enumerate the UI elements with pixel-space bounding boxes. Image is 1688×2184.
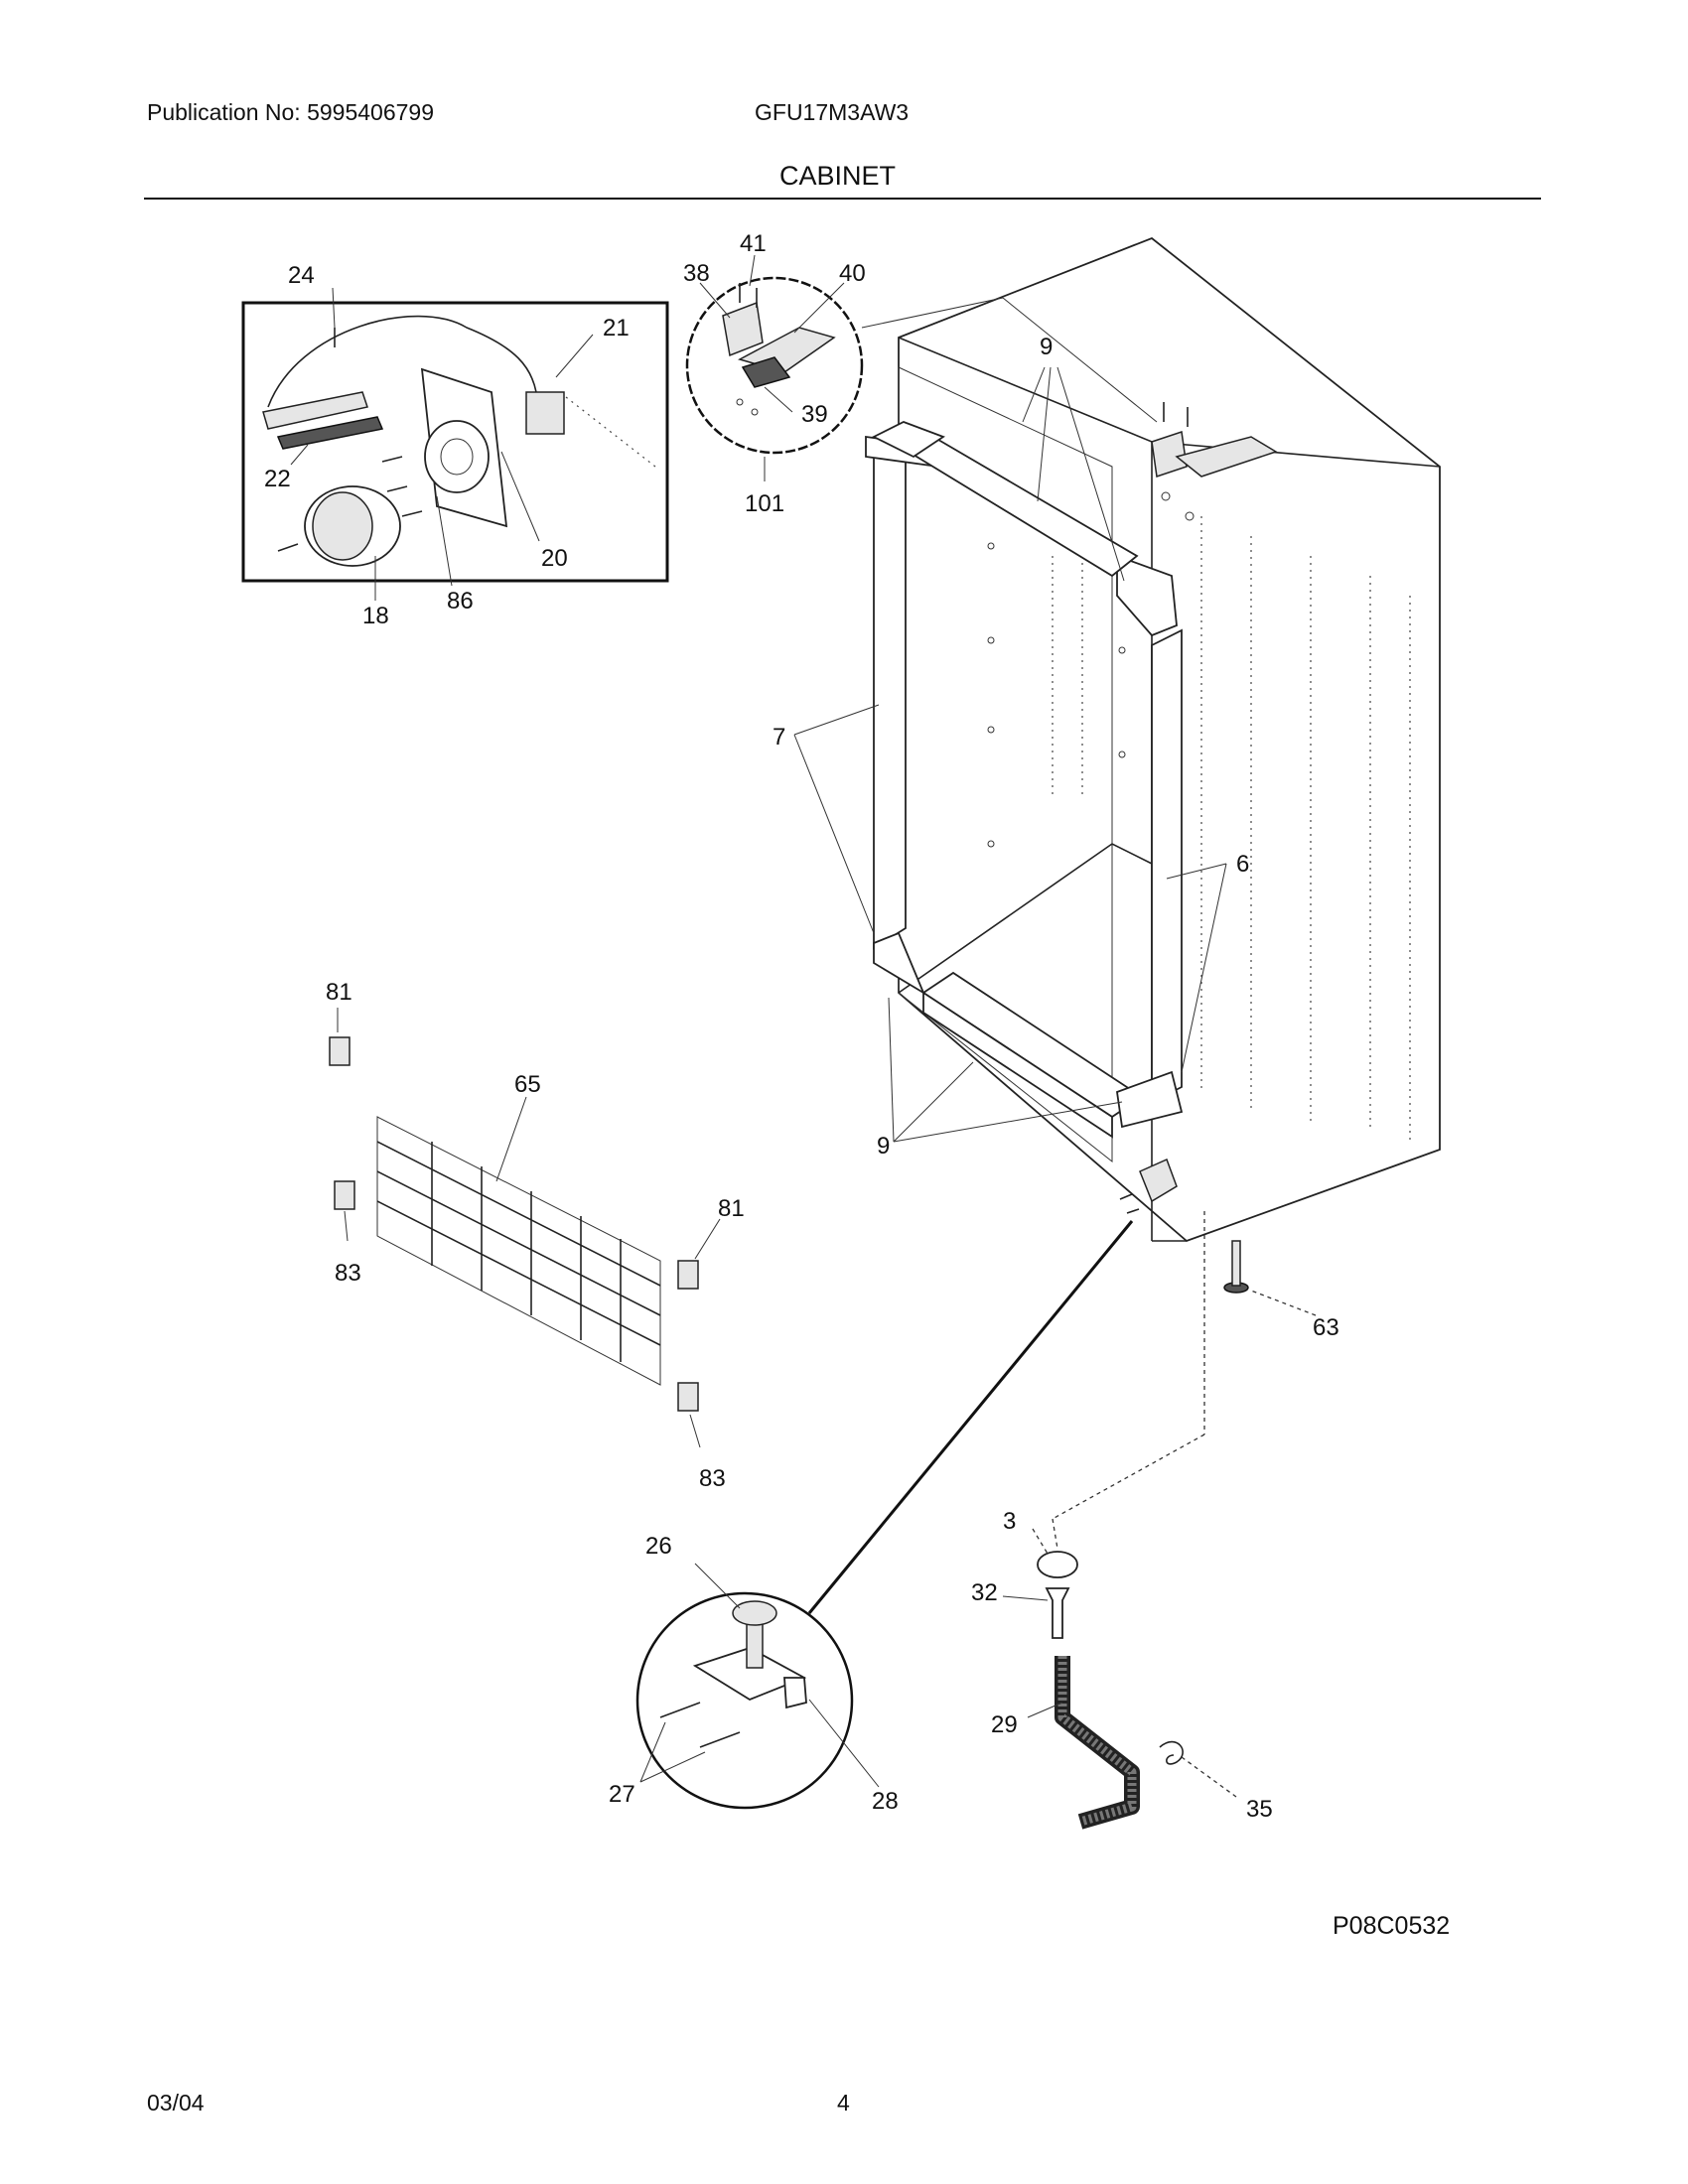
callout-101: 101: [745, 490, 784, 517]
callout-39: 39: [801, 401, 828, 428]
callout-9-top: 9: [1040, 334, 1053, 360]
drawing-code: P08C0532: [1333, 1912, 1450, 1940]
callout-24: 24: [288, 262, 315, 289]
page-number: 4: [837, 2090, 850, 2116]
callout-32: 32: [971, 1579, 998, 1606]
model-number: GFU17M3AW3: [755, 99, 910, 125]
callout-38: 38: [683, 260, 710, 287]
header-rule: [144, 198, 1541, 200]
breaker-strip-top: [871, 421, 1139, 578]
callout-40: 40: [839, 260, 866, 287]
wire-basket: [376, 1116, 661, 1386]
callout-41: 41: [740, 230, 767, 257]
drain-parts: [1037, 1551, 1184, 1830]
callout-21: 21: [603, 315, 630, 341]
temperature-control-inset: [241, 301, 669, 583]
hinge-detail-inset: [685, 276, 1158, 455]
callout-27: 27: [609, 1781, 635, 1808]
callout-9-bottom: 9: [877, 1133, 890, 1160]
callout-18: 18: [362, 603, 389, 629]
callout-7: 7: [773, 724, 785, 751]
upper-hinge: [1151, 402, 1278, 521]
callout-63: 63: [1313, 1314, 1339, 1341]
publication-number: Publication No: 5995406799: [147, 99, 435, 125]
callout-65: 65: [514, 1071, 541, 1098]
callout-3: 3: [1003, 1508, 1016, 1535]
callout-26: 26: [645, 1533, 672, 1560]
callout-22: 22: [264, 466, 291, 492]
callout-29: 29: [991, 1711, 1018, 1738]
basket-clips: [329, 1036, 699, 1412]
callout-35: 35: [1246, 1796, 1273, 1823]
callout-83-left: 83: [335, 1260, 361, 1287]
callouts: 24 21 22 20 18 86 41 38 40 39 101 9 7 6 …: [264, 230, 1339, 1823]
section-title: CABINET: [779, 161, 897, 191]
footer-date: 03/04: [147, 2090, 205, 2116]
callout-81-left: 81: [326, 979, 352, 1006]
callout-6: 6: [1236, 851, 1249, 878]
callout-28: 28: [872, 1788, 899, 1815]
breaker-strip-bottom: [873, 931, 1184, 1139]
breaker-strip-right: [1116, 554, 1183, 1104]
hinge-pin-inset: [635, 1220, 1134, 1810]
callout-81-right: 81: [718, 1195, 745, 1222]
callout-83-right: 83: [699, 1465, 726, 1492]
callout-86: 86: [447, 588, 474, 614]
lower-hinge: [1119, 1158, 1178, 1214]
leveling-leg: [1223, 1240, 1249, 1294]
callout-20: 20: [541, 545, 568, 572]
